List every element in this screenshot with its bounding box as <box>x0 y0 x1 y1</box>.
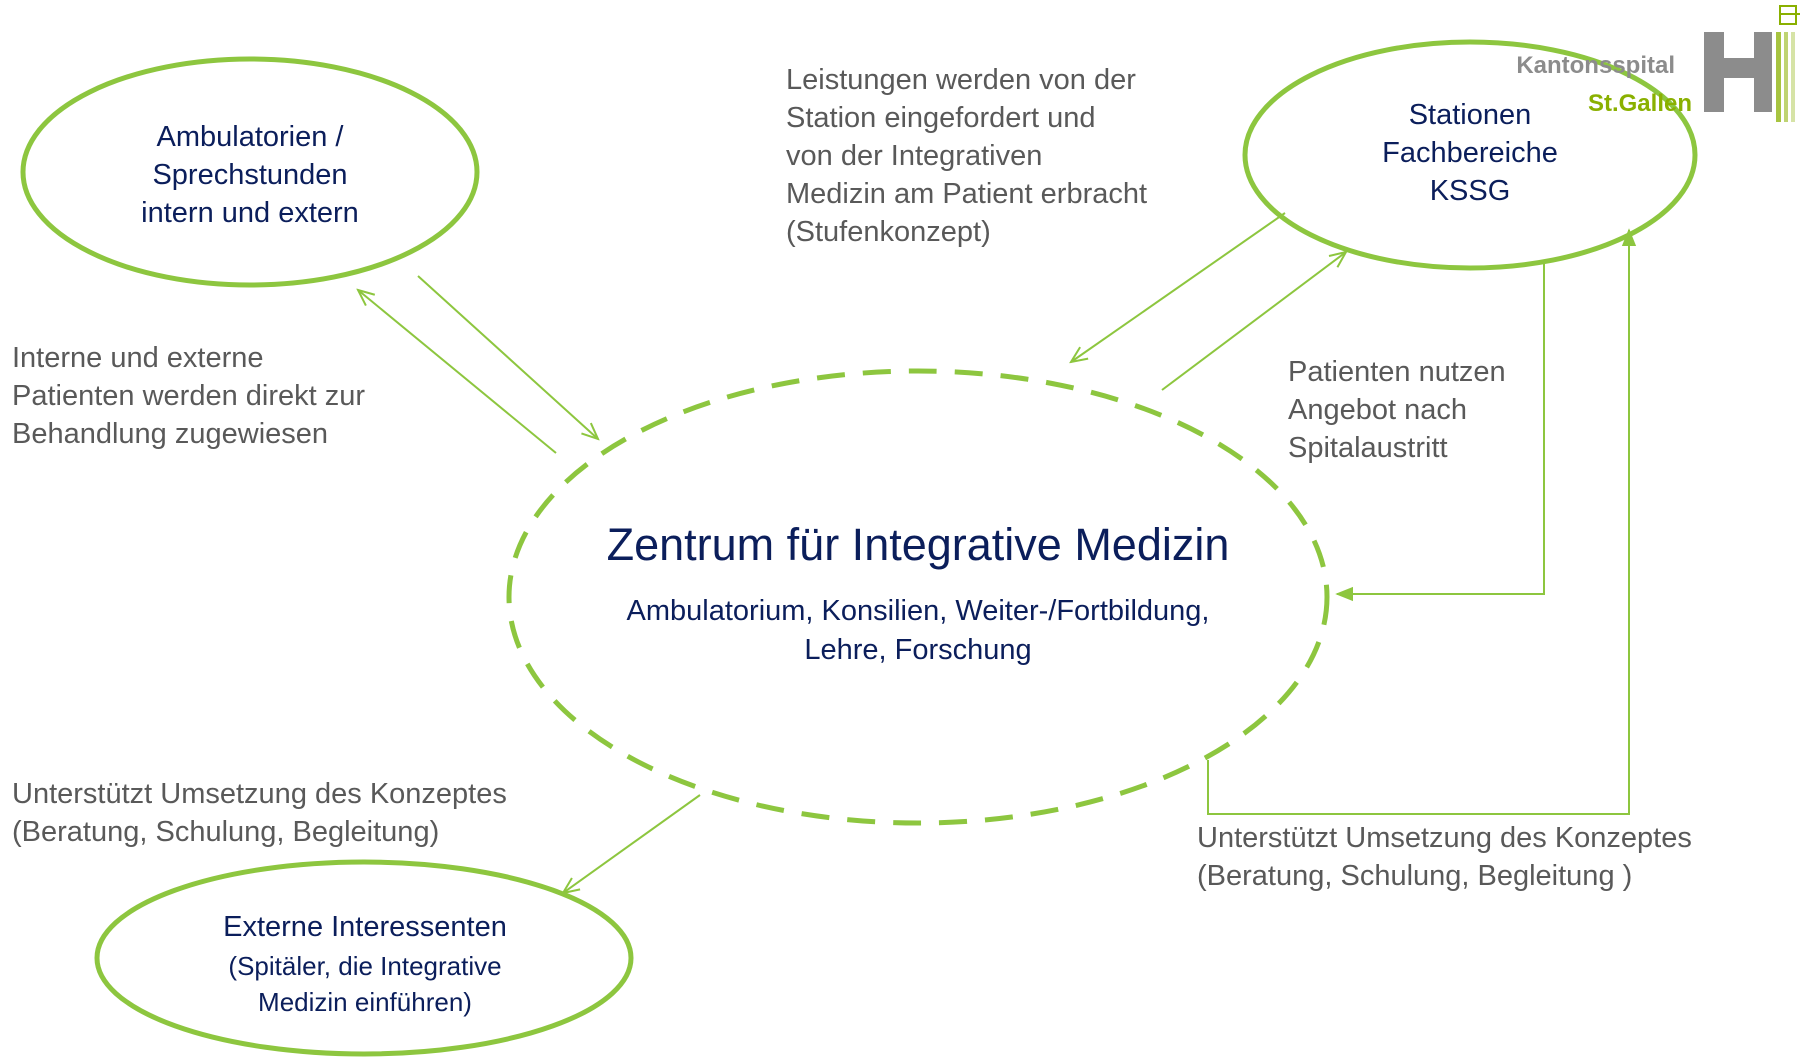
externe-ellipse <box>94 859 634 1057</box>
kssg-logo-mark <box>1704 5 1800 122</box>
arrow-center-to-stationen <box>1161 252 1346 391</box>
logo-line-1: Kantonsspital <box>1516 52 1675 79</box>
annotation-unterstuetzt-right: Unterstützt Umsetzung des Konzeptes (Ber… <box>1197 822 1692 892</box>
arrow-ambulatorien-to-center <box>417 275 598 439</box>
ambulatorien-label: Ambulatorien / Sprechstunden intern und … <box>141 121 359 229</box>
annotation-patienten-nutzen: Patienten nutzen Angebot nach Spitalaust… <box>1288 356 1506 464</box>
arrow-center-elbow-to-stationen <box>1207 228 1637 815</box>
center-dashed-ellipse <box>506 368 1330 826</box>
center-title: Zentrum für Integrative Medizin <box>606 519 1230 570</box>
arrow-center-to-ambulatorien <box>358 290 557 454</box>
arrow-center-to-externe <box>563 794 701 893</box>
stationen-ellipse <box>1242 39 1698 271</box>
externe-title: Externe Interessenten <box>223 911 507 943</box>
annotation-interne-patienten: Interne und externe Patienten werden dir… <box>12 342 366 450</box>
logo-line-2: St.Gallen <box>1587 90 1692 117</box>
arrow-stationen-elbow-to-center <box>1335 260 1545 602</box>
annotation-unterstuetzt-left: Unterstützt Umsetzung des Konzeptes (Ber… <box>12 778 507 848</box>
ambulatorien-ellipse <box>20 56 480 288</box>
stationen-label: Stationen Fachbereiche KSSG <box>1382 99 1558 207</box>
arrow-stationen-to-center <box>1071 212 1286 362</box>
center-subtitle: Ambulatorium, Konsilien, Weiter-/Fortbil… <box>626 595 1210 666</box>
externe-subtitle: (Spitäler, die Integrative Medizin einfü… <box>228 951 502 1017</box>
annotation-leistungen: Leistungen werden von der Station eingef… <box>786 64 1148 248</box>
